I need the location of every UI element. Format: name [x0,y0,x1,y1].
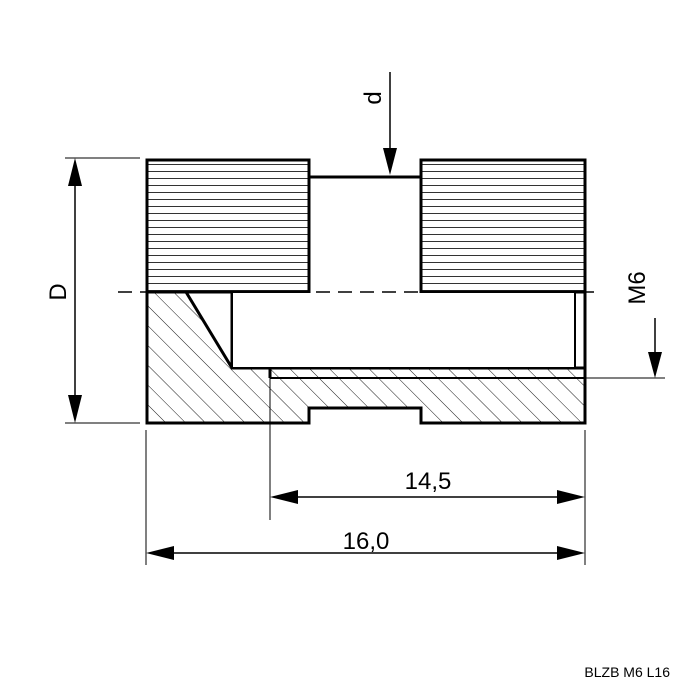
dimension-D [65,157,140,424]
dimension-D-label: D [45,283,72,300]
section-hatched [145,290,587,425]
dimension-d-label: d [360,91,387,104]
dimension-16-0-label: 16,0 [343,528,390,555]
dimension-16-0 [146,546,585,560]
part-code: BLZB M6 L16 [584,664,670,680]
dimension-M6-label: M6 [624,271,651,304]
knurl-block-left [145,158,311,294]
dimension-14-5 [270,490,585,504]
dimension-M6 [585,318,665,379]
dimension-14-5-label: 14,5 [405,468,452,495]
knurl-block-right [419,158,587,294]
dimension-d [383,72,397,175]
